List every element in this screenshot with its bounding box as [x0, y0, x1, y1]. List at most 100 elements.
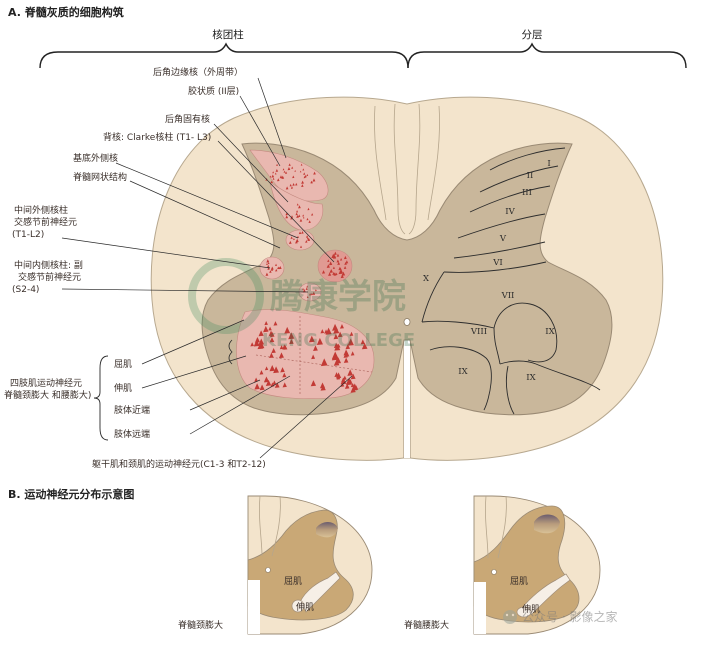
neuron-dot — [271, 174, 275, 178]
neuron-dot — [306, 217, 309, 221]
neuron-dot — [344, 383, 350, 389]
cervical-dorsal-columns — [259, 495, 281, 557]
neuron-dot — [289, 338, 294, 345]
neuron-dot — [341, 271, 346, 276]
neuron-dot — [306, 237, 309, 240]
section-a-title: A. 脊髓灰质的细胞构筑 — [8, 5, 124, 19]
neuron-dot — [269, 270, 272, 273]
lamina-II: II — [527, 171, 534, 181]
leader-trunk — [259, 375, 353, 459]
neuron-dot — [270, 266, 274, 270]
neuron-dot — [321, 270, 326, 274]
rexed-laminae — [421, 147, 601, 415]
neuron-dot — [266, 262, 268, 266]
neuron-dot — [300, 163, 303, 166]
leader-iml — [61, 237, 271, 269]
label-imm-3: (S2-4) — [12, 285, 39, 295]
neuron-dot — [327, 259, 330, 262]
label-gelatinosa: 胶状质 (II层) — [188, 85, 239, 97]
neuron-dot — [283, 345, 288, 350]
neuron-dot — [302, 288, 304, 291]
neuron-dot — [276, 163, 278, 166]
lamina-line-1 — [489, 147, 566, 171]
wechat-text: 公众号 · 影像之家 — [522, 609, 617, 624]
lamina-IX-3: IX — [526, 373, 536, 383]
neuron-dot — [284, 171, 288, 174]
watermark-subtext: KENG COLLEGE — [262, 330, 415, 351]
lamina-line-9b — [429, 346, 492, 411]
neuron-dot — [336, 375, 341, 380]
neuron-dot — [349, 331, 354, 336]
neuron-dot — [296, 203, 299, 206]
neuron-dot — [305, 287, 308, 290]
spinal-cord-section: I II III IV V VI VII VIII IX IX IX X — [150, 96, 664, 461]
neuron-dot — [288, 163, 291, 166]
neuron-dot — [307, 207, 310, 211]
label-reticular: 脊髓网状结构 — [73, 171, 127, 183]
neuron-dot — [361, 342, 368, 350]
leader-clarke — [217, 140, 335, 263]
neuron-dot — [338, 269, 343, 275]
neuron-dot — [293, 238, 295, 241]
neuron-dot — [259, 384, 265, 391]
neuron-dot — [257, 342, 264, 350]
lamina-VIII: VIII — [470, 327, 487, 337]
neuron-dot — [269, 337, 275, 343]
neuron-dot — [301, 180, 304, 184]
neuron-dot — [253, 339, 260, 347]
neuron-dot — [280, 367, 285, 373]
neuron-dot — [302, 216, 305, 219]
neuron-dot — [320, 358, 328, 367]
neuron-dot — [320, 384, 326, 391]
basal-lateral-nucleus — [285, 229, 315, 251]
neuron-dot — [332, 323, 339, 331]
neuron-dot — [313, 293, 315, 296]
neuron-dot — [345, 260, 349, 264]
lamina-line-9d — [505, 365, 515, 415]
fissure-gap — [404, 330, 410, 458]
label-imm-1: 中间内侧核柱: 副 — [14, 259, 83, 271]
neuron-dot — [336, 253, 340, 257]
neuron-dot — [279, 345, 284, 350]
neuron-dot — [250, 342, 254, 347]
label-iml-2: 交感节前神经元 — [14, 216, 77, 228]
wechat-watermark: 公众号 · 影像之家 — [503, 609, 617, 624]
leader-reticular — [129, 180, 281, 249]
neuron-dot — [331, 352, 339, 361]
lumbar-dorsal-cap — [534, 514, 560, 534]
neuron-dot — [272, 380, 277, 385]
cervical-caption: 脊髓颈膨大 — [178, 619, 223, 631]
lumbar-flexor-label: 屈肌 — [510, 576, 528, 587]
neuron-dot — [328, 261, 333, 266]
neuron-dot — [311, 354, 316, 360]
neuron-dot — [306, 173, 309, 177]
lamina-line-8 — [493, 327, 501, 365]
neuron-dot — [347, 338, 354, 346]
neuron-dot — [360, 339, 365, 345]
neuron-dot — [274, 382, 280, 388]
posterior-columns — [374, 103, 440, 235]
lamina-line-x — [421, 271, 445, 323]
lumbar-fissure — [474, 582, 486, 634]
neuron-dot — [299, 170, 302, 173]
neuron-dot — [258, 330, 264, 337]
neuron-dot — [284, 326, 291, 334]
neuron-dot — [298, 231, 302, 235]
cervical-dorsal-cap — [316, 522, 338, 538]
neuron-dot — [278, 265, 282, 270]
neuron-dot — [333, 342, 339, 349]
neuron-dot — [339, 324, 344, 329]
neuron-dot — [285, 215, 289, 219]
neuron-dot — [276, 178, 280, 182]
neuron-dot — [288, 240, 292, 244]
neuron-dot — [310, 292, 313, 296]
neuron-dot — [275, 268, 278, 272]
nucleus-proprius — [269, 181, 324, 231]
neuron-dot — [345, 344, 351, 350]
flexor-extensor-brace — [228, 339, 233, 365]
neuron-dot — [290, 236, 293, 239]
lumbar-foot-figure — [516, 606, 532, 618]
neuron-dot — [308, 335, 315, 343]
